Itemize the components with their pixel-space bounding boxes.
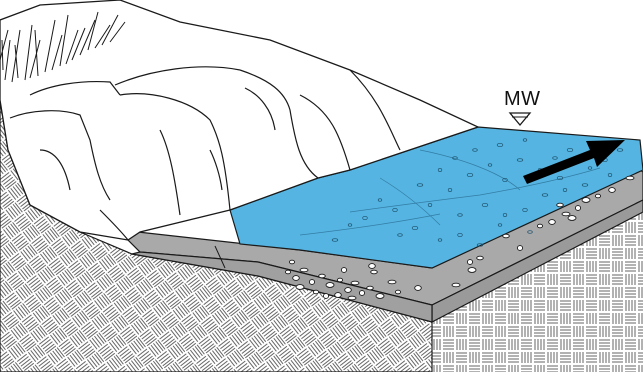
gravel-stone [337, 278, 342, 282]
gravel-stone [326, 283, 334, 288]
gravel-stone [345, 288, 352, 293]
gravel-stone [367, 286, 374, 290]
gravel-stone [517, 246, 522, 251]
gravel-stone [359, 291, 364, 296]
gravel-stone [626, 176, 634, 180]
gravel-stone [376, 294, 384, 299]
gravel-stone [395, 290, 400, 294]
gravel-stone [549, 220, 556, 225]
gravel-stone [467, 260, 472, 265]
gravel-stone [537, 224, 542, 228]
gravel-stone [323, 294, 328, 299]
gravel-stone [575, 206, 580, 211]
gravel-stone [293, 276, 300, 281]
gravel-stone [296, 285, 304, 290]
gravel-stone [452, 283, 460, 287]
gravel-stone [285, 270, 290, 274]
gravel-stone [582, 198, 590, 203]
gravel-stone [477, 256, 484, 260]
gravel-stone [371, 270, 378, 274]
gravel-stone [568, 216, 576, 221]
water-level-label: MW [504, 88, 541, 111]
gravel-stone [557, 203, 564, 207]
water-level-triangle-icon [510, 113, 530, 125]
gravel-stone [609, 188, 616, 193]
gravel-stone [348, 296, 356, 300]
gravel-stone [388, 280, 396, 284]
gravel-stone [369, 264, 376, 269]
gravel-stone [341, 268, 346, 273]
gravel-stone [468, 268, 476, 273]
gravel-stone [289, 260, 294, 264]
gravel-stone [309, 280, 314, 285]
gravel-stone [562, 212, 570, 216]
gravel-stone [351, 281, 359, 285]
gravel-stone [313, 290, 318, 294]
gravel-stone [503, 234, 510, 238]
gravel-stone [300, 268, 308, 272]
gravel-stone [335, 293, 342, 298]
gravel-stone [595, 194, 600, 198]
gravel-stone [319, 274, 326, 278]
gravel-stone [415, 286, 422, 291]
